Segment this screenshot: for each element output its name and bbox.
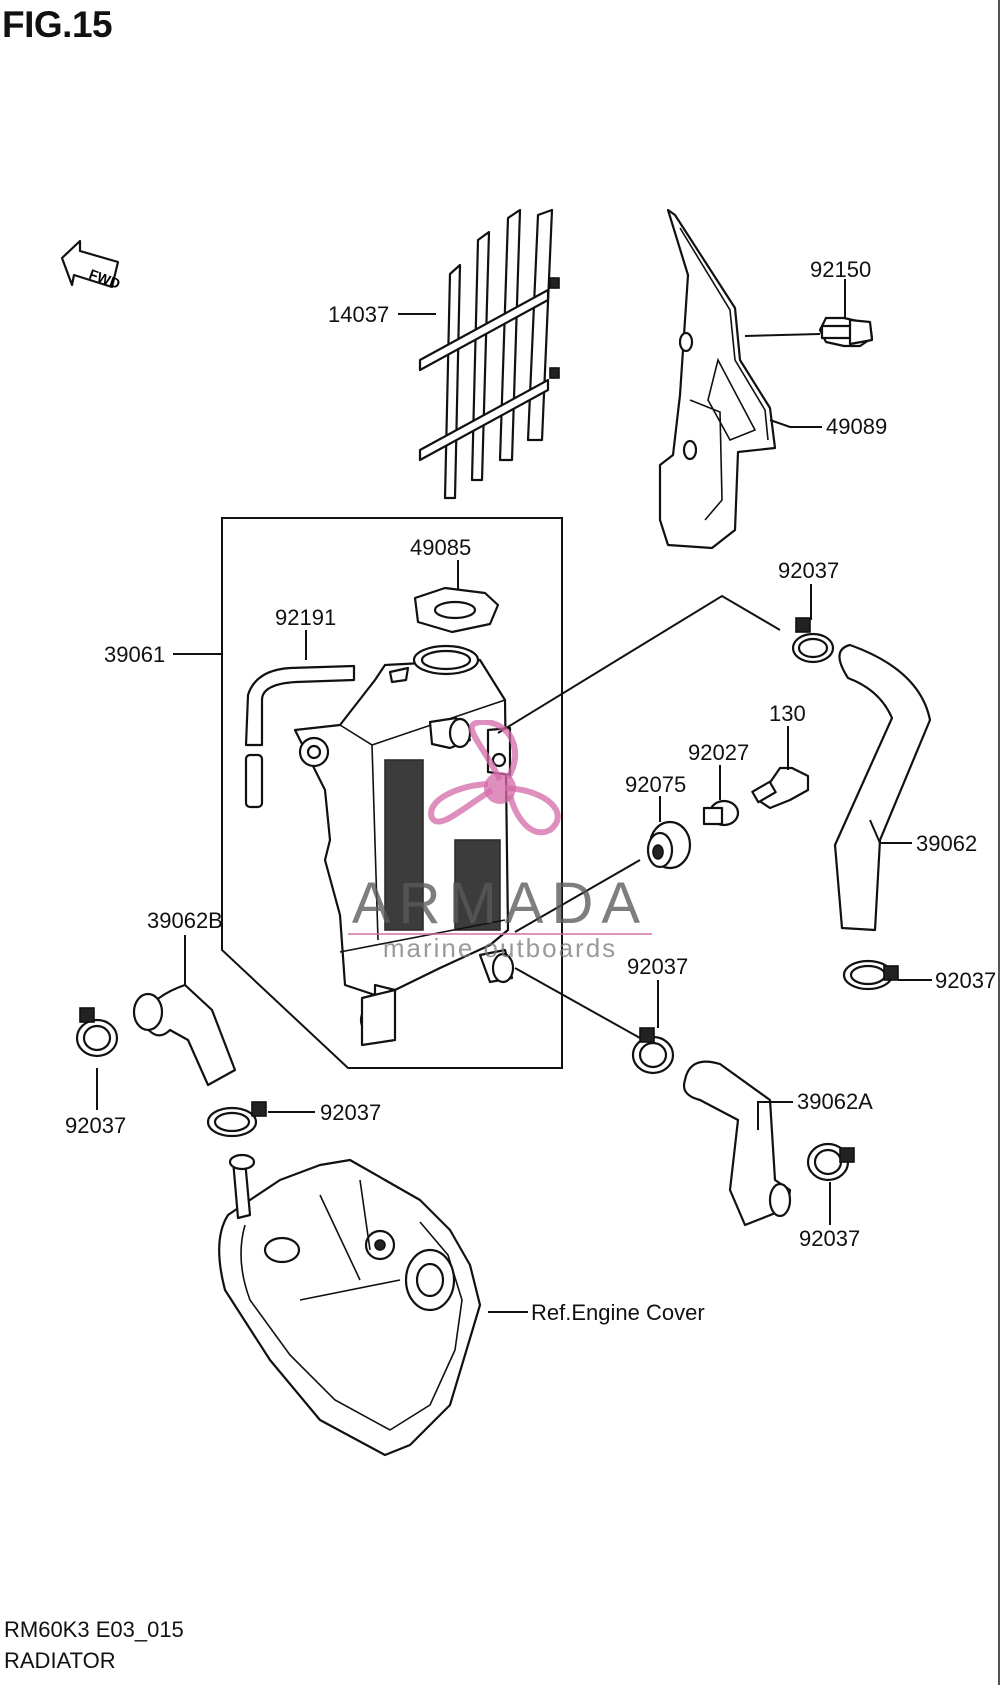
clamp-92037-lower: [206, 1101, 267, 1138]
callout-92027: 92027: [688, 740, 749, 765]
leader-radiator-grommet: [514, 859, 641, 933]
louver-grille: [418, 208, 560, 500]
hose-39062A: [682, 1060, 792, 1227]
collar-92027: [702, 799, 740, 827]
callout-92037-top: 92037: [778, 558, 839, 583]
clamp-92037-top: [791, 617, 835, 664]
engine-cover: [218, 1153, 482, 1457]
clamp-92037-mid: [631, 1027, 675, 1075]
clamp-92037-bottom: [806, 1142, 855, 1182]
callout-49085: 49085: [410, 535, 471, 560]
cushion-49085: [413, 586, 500, 634]
leader-92150-b: [744, 333, 821, 337]
callout-14037: 14037: [328, 302, 389, 327]
bolt-130: [751, 766, 810, 810]
leader-39062A: [757, 1101, 793, 1130]
leader-radiator-bottom: [514, 967, 641, 1039]
clamp-92037-right: [842, 959, 899, 991]
callout-39062: 39062: [916, 831, 977, 856]
callout-engine-cover: Ref.Engine Cover: [531, 1300, 705, 1325]
radiator-shroud: [658, 208, 777, 550]
callout-92191: 92191: [275, 605, 336, 630]
bolt-92150: [818, 316, 874, 348]
callout-39062A: 39062A: [797, 1089, 873, 1114]
hose-39062: [833, 643, 932, 932]
callout-130: 130: [769, 701, 806, 726]
figure-name: RADIATOR: [4, 1648, 116, 1673]
radiator-core: [293, 644, 515, 1047]
callout-92075: 92075: [625, 772, 686, 797]
hose-39062B: [132, 983, 237, 1087]
fwd-arrow-icon: FWD: [60, 239, 122, 292]
figure-title: FIG.15: [2, 4, 113, 45]
grommet-92075: [646, 820, 692, 870]
callout-92150: 92150: [810, 257, 871, 282]
callout-39061: 39061: [104, 642, 165, 667]
figure-code: RM60K3 E03_015: [4, 1617, 184, 1642]
leader-radiator-top: [497, 594, 781, 734]
callout-92037-lower: 92037: [320, 1100, 381, 1125]
callout-92037-left: 92037: [65, 1113, 126, 1138]
callout-92037-bottom: 92037: [799, 1226, 860, 1251]
callout-92037-right: 92037: [935, 968, 996, 993]
callout-49089: 49089: [826, 414, 887, 439]
callout-92037-mid: 92037: [627, 954, 688, 979]
breather-hose-92191: [244, 664, 356, 809]
clamp-92037-left: [75, 1007, 119, 1058]
assembly-bracket: [221, 517, 563, 1069]
leader-49089: [769, 419, 822, 428]
leader-39062: [869, 819, 912, 844]
callout-39062B: 39062B: [147, 908, 223, 933]
